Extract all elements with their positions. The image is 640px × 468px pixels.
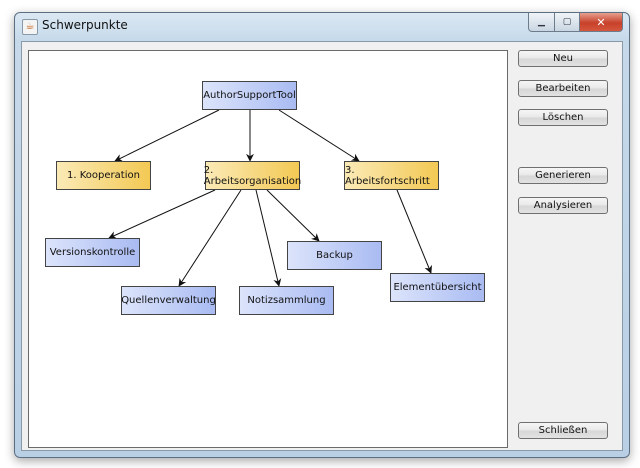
node-label: Versionskontrolle bbox=[49, 247, 136, 258]
node-quellenverwaltung[interactable]: Quellenverwaltung bbox=[121, 286, 216, 315]
title-bar[interactable]: ☕ Schwerpunkte ▁ ▢ ✕ bbox=[15, 13, 629, 41]
close-button[interactable]: ✕ bbox=[580, 13, 623, 32]
java-icon: ☕ bbox=[22, 19, 38, 35]
node-label: AuthorSupportTool bbox=[203, 90, 296, 101]
edge-root-n3 bbox=[278, 109, 360, 162]
main-window: ☕ Schwerpunkte ▁ ▢ ✕ AuthorSupportTool 1… bbox=[14, 12, 630, 458]
node-kooperation[interactable]: 1. Kooperation bbox=[56, 161, 151, 190]
close-icon: ✕ bbox=[596, 15, 606, 29]
node-label: Notizsammlung bbox=[247, 295, 326, 306]
diagram-canvas[interactable]: AuthorSupportTool 1. Kooperation 2. Arbe… bbox=[28, 50, 508, 448]
node-label: 3. Arbeitsfortschritt bbox=[345, 164, 430, 187]
maximize-icon: ▢ bbox=[562, 17, 572, 27]
node-label: 2. Arbeitsorganisation bbox=[203, 164, 302, 187]
minimize-button[interactable]: ▁ bbox=[528, 13, 555, 32]
edge-n3-eu bbox=[396, 189, 432, 274]
node-authorsupporttool[interactable]: AuthorSupportTool bbox=[202, 81, 297, 110]
node-elementuebersicht[interactable]: Elementübersicht bbox=[390, 273, 485, 302]
generieren-button[interactable]: Generieren bbox=[518, 167, 608, 184]
schliessen-button[interactable]: Schließen bbox=[518, 422, 608, 439]
edge-n2-ns bbox=[255, 189, 282, 287]
edge-n2-qv bbox=[178, 189, 242, 287]
window-controls: ▁ ▢ ✕ bbox=[528, 13, 623, 32]
maximize-button[interactable]: ▢ bbox=[555, 13, 580, 32]
node-label: Quellenverwaltung bbox=[121, 295, 216, 306]
node-label: 1. Kooperation bbox=[67, 170, 140, 181]
window-title: Schwerpunkte bbox=[42, 18, 128, 32]
node-backup[interactable]: Backup bbox=[287, 241, 382, 270]
bearbeiten-button[interactable]: Bearbeiten bbox=[518, 80, 608, 97]
loeschen-button[interactable]: Löschen bbox=[518, 109, 608, 126]
neu-button[interactable]: Neu bbox=[518, 50, 608, 67]
edge-n2-bk bbox=[266, 189, 320, 242]
analysieren-button[interactable]: Analysieren bbox=[518, 197, 608, 214]
edge-n2-vk bbox=[108, 189, 216, 239]
node-versionskontrolle[interactable]: Versionskontrolle bbox=[45, 238, 140, 267]
node-arbeitsfortschritt[interactable]: 3. Arbeitsfortschritt bbox=[344, 161, 439, 190]
node-notizsammlung[interactable]: Notizsammlung bbox=[239, 286, 334, 315]
node-label: Elementübersicht bbox=[393, 282, 482, 293]
client-area: AuthorSupportTool 1. Kooperation 2. Arbe… bbox=[21, 41, 623, 451]
node-label: Backup bbox=[316, 250, 353, 261]
minimize-icon: ▁ bbox=[538, 17, 545, 27]
node-arbeitsorganisation[interactable]: 2. Arbeitsorganisation bbox=[203, 161, 302, 190]
edge-root-n1 bbox=[114, 109, 220, 162]
